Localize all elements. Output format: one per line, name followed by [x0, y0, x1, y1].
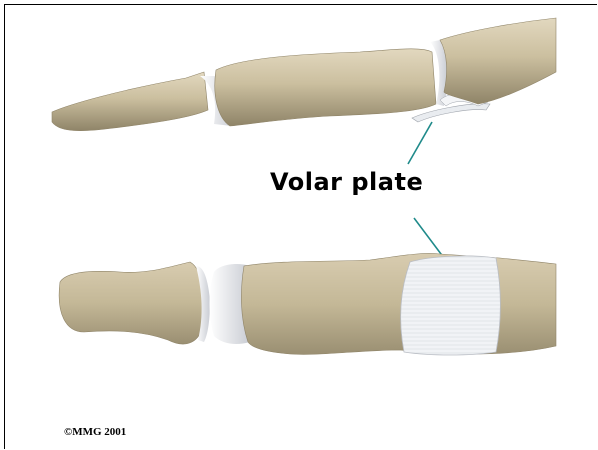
finger-bones-lateral-view	[52, 18, 556, 131]
distal-phalanx-bottom	[59, 262, 204, 344]
leader-line-top	[408, 122, 432, 164]
proximal-phalanx-top	[440, 18, 556, 104]
distal-phalanx-top	[52, 72, 208, 131]
phalanges-bottom	[241, 253, 556, 354]
volar-plate-ligament	[401, 256, 501, 355]
finger-bones-volar-view	[59, 253, 556, 355]
leader-line-bottom	[414, 218, 444, 258]
volar-plate-label: Volar plate	[270, 168, 423, 196]
middle-phalanx-top	[215, 49, 436, 126]
copyright-notice: ©MMG 2001	[64, 426, 126, 438]
